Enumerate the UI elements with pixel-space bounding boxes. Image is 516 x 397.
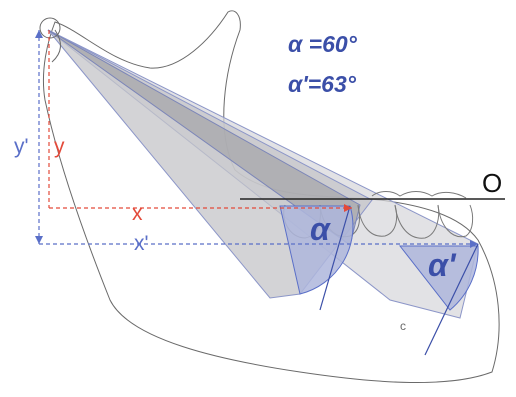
alpha-prime-arc: [398, 245, 479, 311]
condyle-circle: [39, 17, 61, 39]
c-label: c: [400, 319, 406, 333]
y-prime-arrowhead-top: [35, 30, 43, 38]
y-label: y: [54, 135, 65, 158]
alpha-arc: [279, 205, 354, 295]
alpha-angle-label: α: [310, 211, 331, 247]
condyle-curve: [51, 29, 62, 63]
mandible-outline: [42, 10, 500, 383]
x-prime-arrowhead: [470, 240, 478, 248]
alpha-prime-tangent: [424, 243, 479, 356]
alpha-prime-angle-label: α': [428, 247, 457, 283]
wedge-inner: [47, 29, 361, 246]
occlusal-plane-label: O: [482, 168, 502, 198]
alpha-tangent: [319, 205, 351, 311]
alpha-prime-value-label: α'=63°: [288, 71, 357, 97]
x-red-arrowhead: [344, 204, 352, 212]
x-prime-label: x': [134, 232, 149, 255]
y-prime-label: y': [14, 135, 29, 158]
alpha-value-label: α =60°: [288, 31, 358, 57]
y-prime-arrowhead-bottom: [35, 236, 43, 244]
x-label: x: [132, 202, 143, 225]
